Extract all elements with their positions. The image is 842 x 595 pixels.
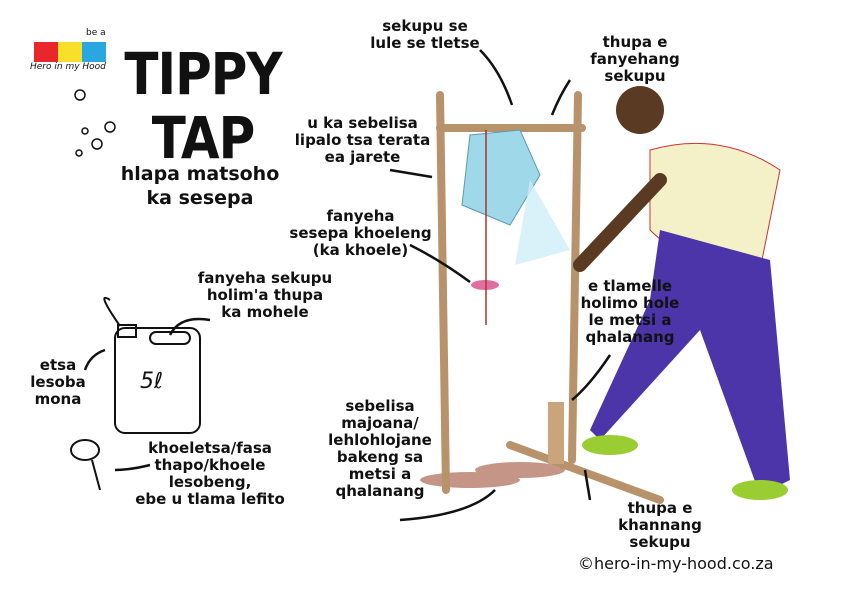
logo-bottom-text: Hero in my Hood [30,62,106,72]
label-crossbar: thupa e fanyehang sekupu [590,33,680,85]
label-stick: e tlamelle holimo hole le metsi a qhalan… [580,277,680,346]
bubbles-icon [74,89,116,157]
label-soap: fanyeha sesepa khoeleng (ka khoele) [289,207,432,259]
cap-with-knot-icon [70,439,101,491]
copyright: ©hero-in-my-hood.co.za [578,554,774,573]
label-stones: sebelisa majoana/ lehlohlojane bakeng sa… [328,397,432,500]
pedal-stick-icon [548,402,564,464]
label-cap: khoeletsa/fasa thapo/khoele lesobeng, eb… [135,439,285,508]
logo: be a Hero in my Hood [30,28,114,76]
pointer-arrows-icon [83,49,612,522]
label-pedal: thupa e khannang sekupu [618,499,702,551]
label-hole: etsa lesoba mona [30,356,86,408]
label-hang: fanyeha sekupu holim'a thupa ka mohele [197,269,333,321]
soap-icon [471,280,499,290]
page-subtitle: hlapa matsoho ka sesepa [120,163,280,209]
jerry-can-icon [103,296,201,434]
puzzle-logo-icon [34,42,106,62]
water-container-icon [461,129,541,226]
person-icon [573,86,790,500]
jug-volume-label: 5ℓ [140,369,164,394]
page-title: TIPPY TAP [124,40,282,172]
label-container: u ka sebelisa lipalo tsa terata ea jaret… [294,114,431,166]
water-stream-icon [515,180,570,265]
logo-top-text: be a [86,28,106,38]
label-hook: sekupu se lule se tletse [370,17,480,52]
